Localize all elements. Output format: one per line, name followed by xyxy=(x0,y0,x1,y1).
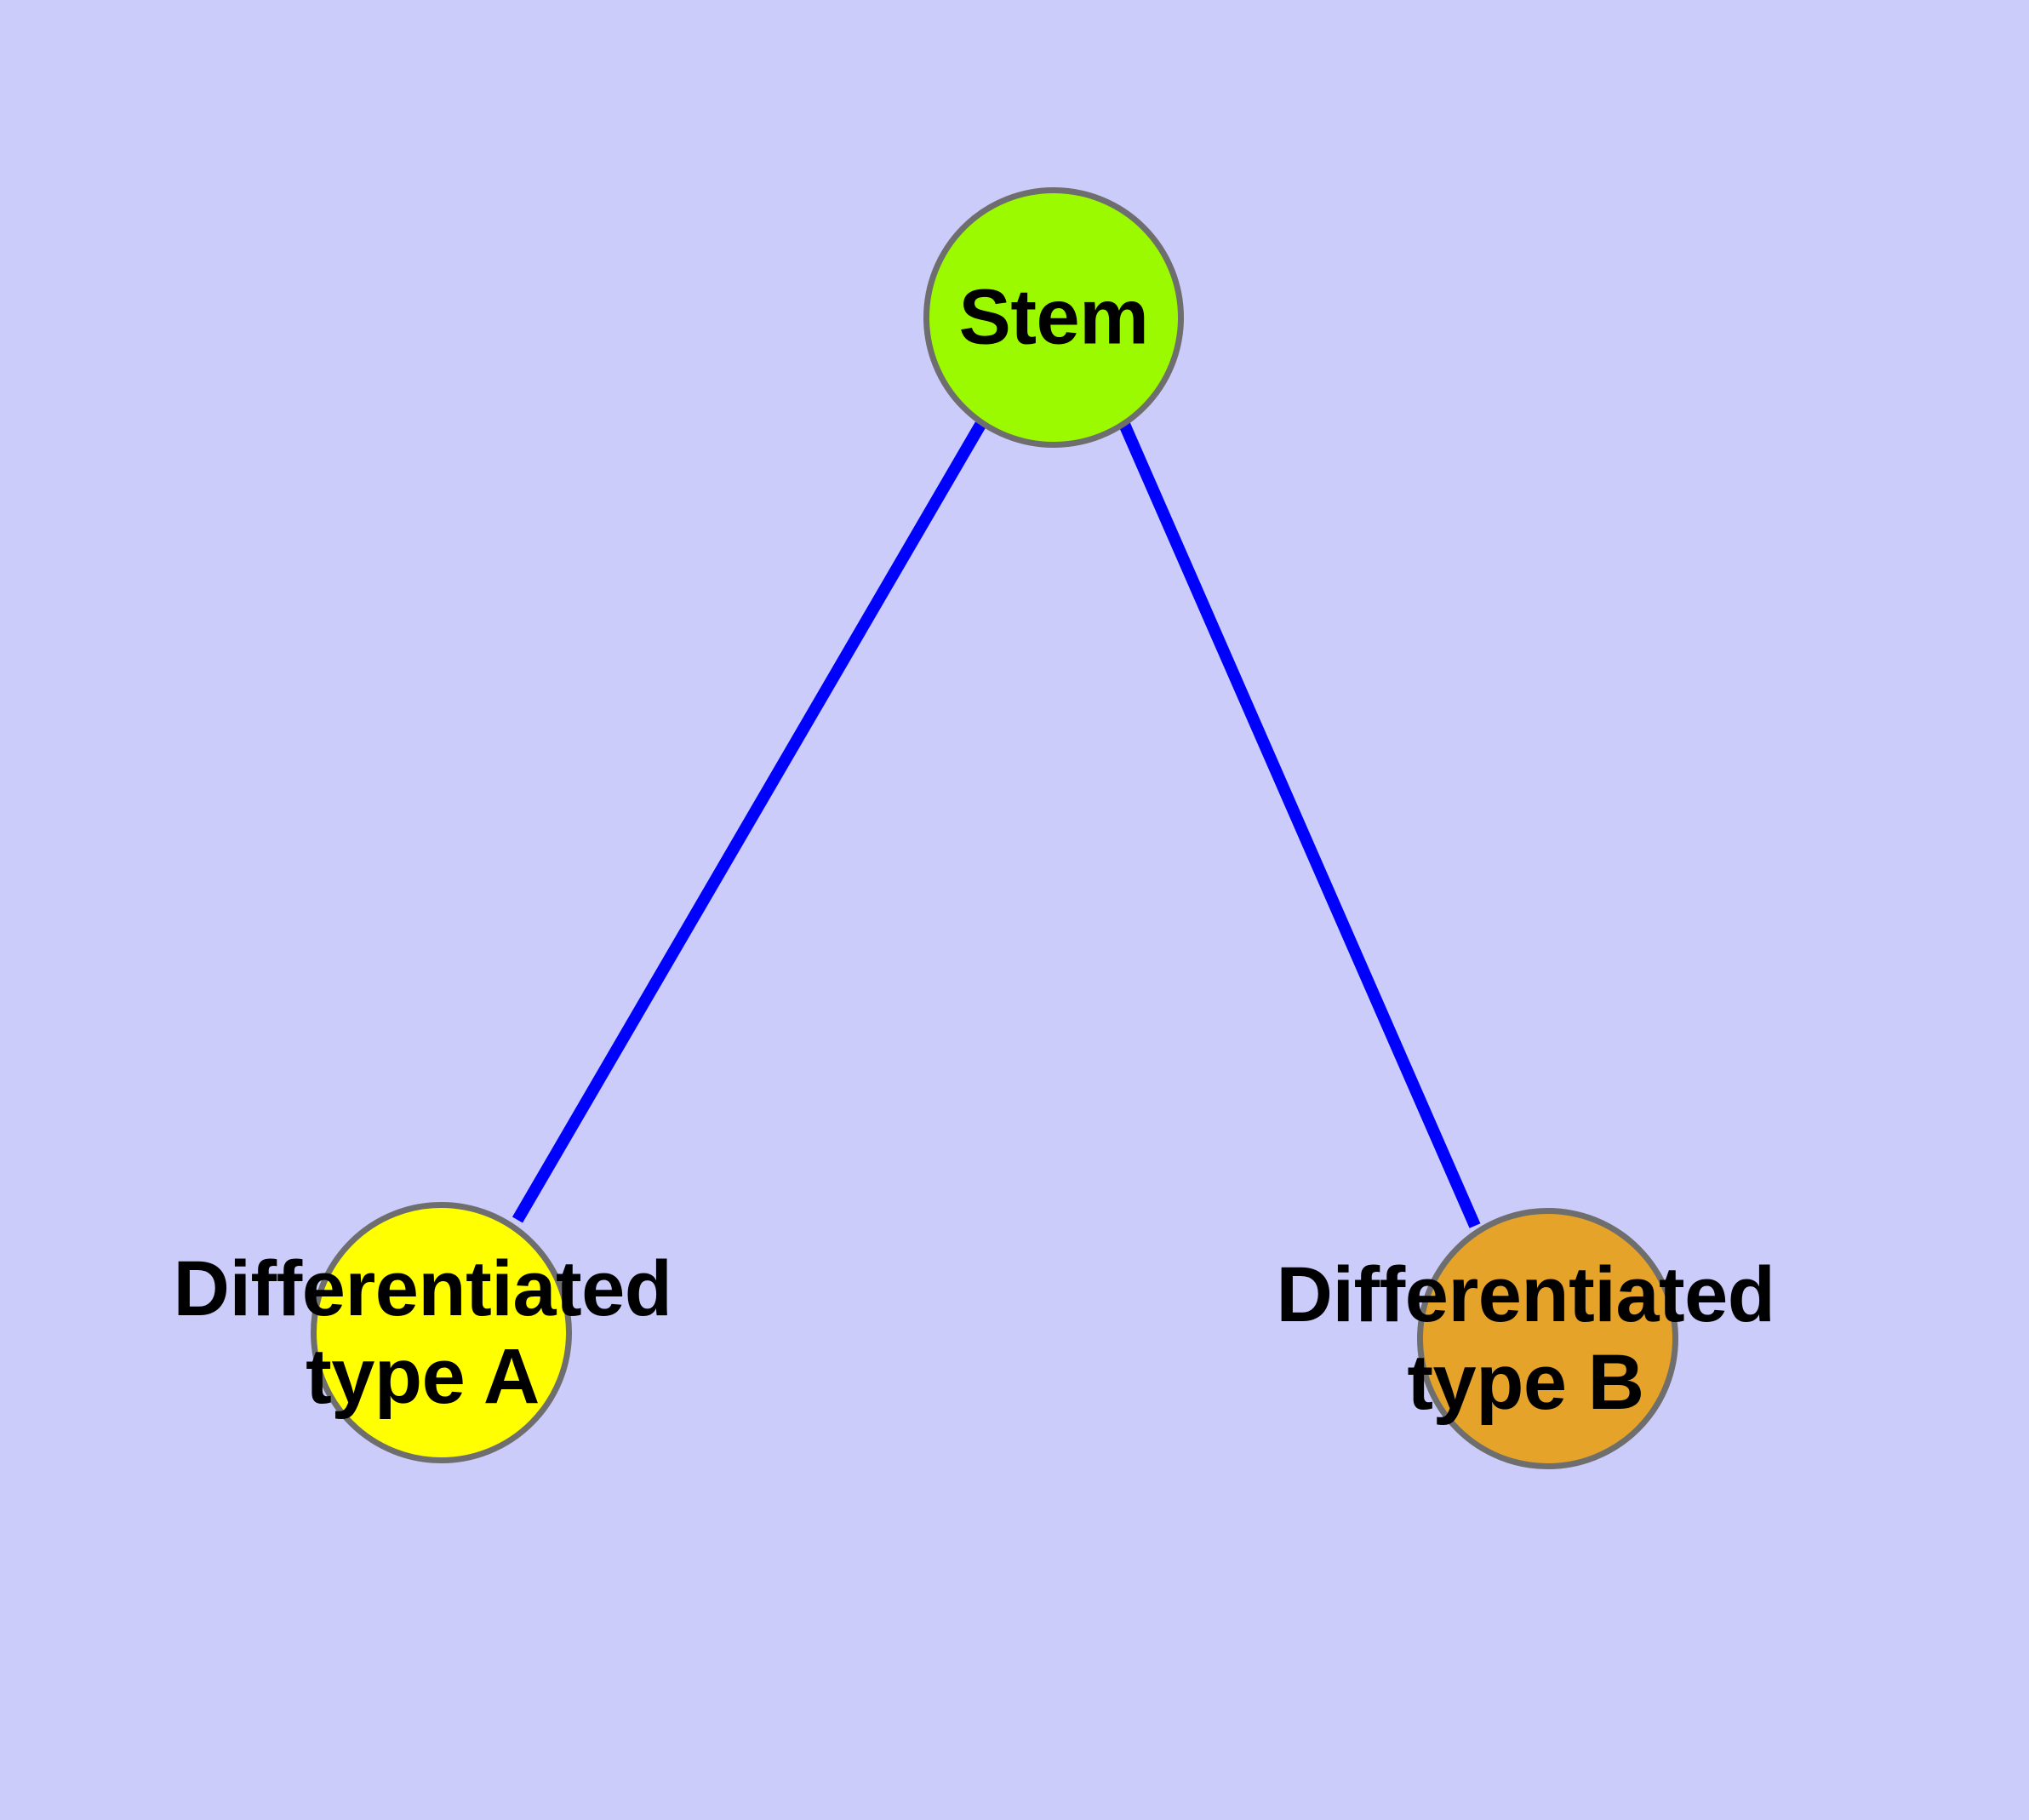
edge-stem-to-diff-b xyxy=(1117,420,1481,1228)
graph-node-differentiated-type-a-label: Differentiated type A xyxy=(173,1245,672,1420)
graph-node-stem-label: Stem xyxy=(958,273,1149,361)
graph-node-stem[interactable]: Stem xyxy=(923,187,1184,448)
edge-stem-to-diff-a xyxy=(512,421,986,1223)
graph-node-differentiated-type-a[interactable]: Differentiated type A xyxy=(174,1202,672,1463)
graph-node-differentiated-type-b[interactable]: Differentiated type B xyxy=(1277,1208,1775,1469)
graph-node-differentiated-type-b-label: Differentiated type B xyxy=(1276,1251,1775,1426)
